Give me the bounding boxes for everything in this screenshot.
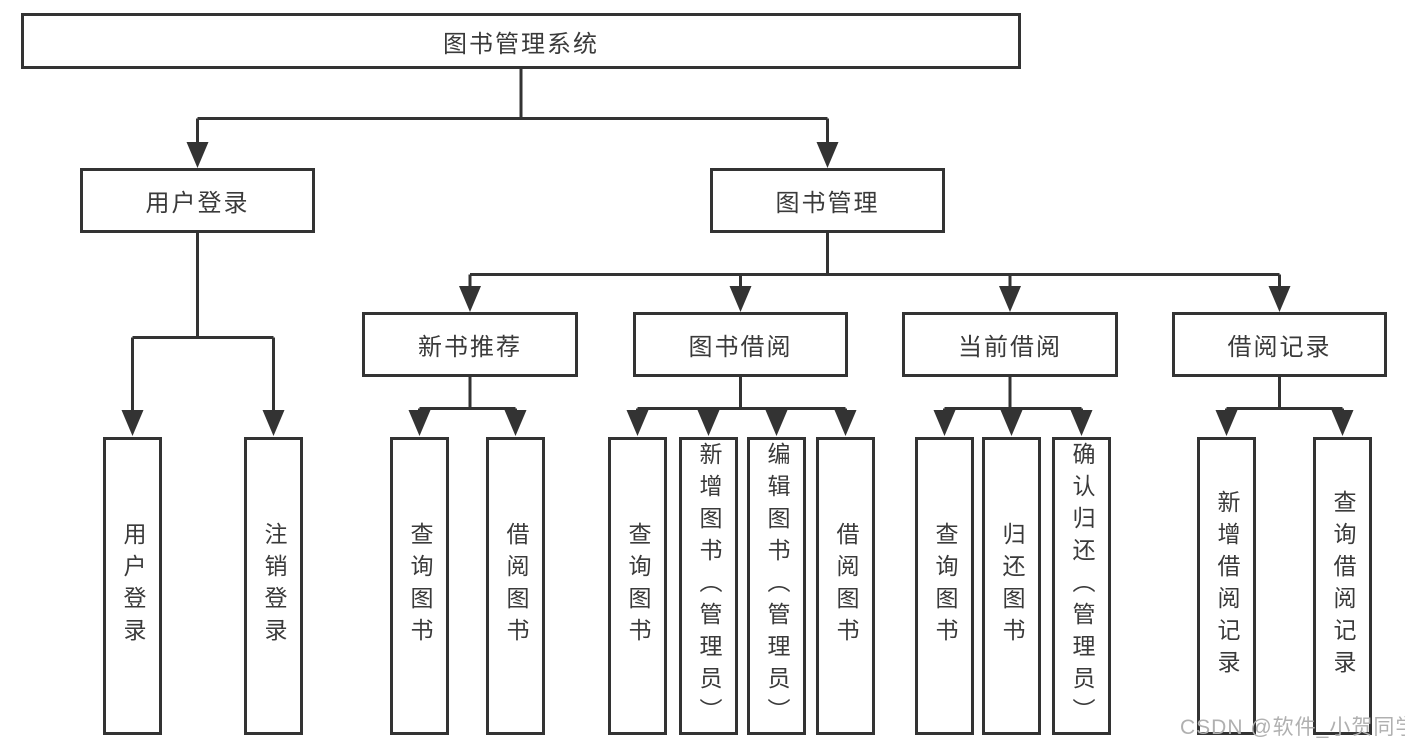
- arrow-down-icon: [1070, 410, 1093, 436]
- leaf-query-books: 查询图书: [915, 437, 974, 735]
- arrow-down-icon: [933, 410, 956, 436]
- arrow-down-icon: [729, 286, 752, 312]
- leaf-add-borrow-record: 新增借阅记录: [1197, 437, 1256, 735]
- arrowheads-current-borrow-children: [933, 410, 1093, 436]
- arrow-down-icon: [626, 410, 649, 436]
- arrowheads-book-mgmt-to-level3: [459, 286, 1291, 312]
- leaf-borrow-books: 借阅图书: [816, 437, 875, 735]
- arrow-down-icon: [765, 410, 788, 436]
- node-new-book-recommend: 新书推荐: [362, 312, 578, 377]
- node-borrow-records: 借阅记录: [1172, 312, 1387, 377]
- arrowheads-root-to-level2: [186, 142, 839, 168]
- connector-book-mgmt-to-level3: [468, 233, 1281, 288]
- arrow-down-icon: [999, 286, 1021, 312]
- leaf-user-login: 用户登录: [103, 437, 162, 735]
- connector-user-login-children: [131, 233, 275, 412]
- arrow-down-icon: [697, 410, 720, 436]
- arrow-down-icon: [816, 142, 839, 168]
- arrow-down-icon: [262, 410, 285, 436]
- arrow-down-icon: [1331, 410, 1354, 436]
- arrow-down-icon: [459, 286, 481, 312]
- connector-book-borrow-children: [636, 377, 847, 412]
- connector-current-borrow-children: [943, 377, 1083, 412]
- arrowheads-user-login-children: [121, 410, 285, 436]
- node-book-borrow: 图书借阅: [633, 312, 848, 377]
- arrowheads-book-borrow-children: [626, 410, 857, 436]
- leaf-return-book: 归还图书: [982, 437, 1041, 735]
- leaf-add-book-admin: 新增图书（管理员）: [679, 437, 738, 735]
- leaf-confirm-return-admin: 确认归还（管理员）: [1052, 437, 1111, 735]
- leaf-edit-book-admin: 编辑图书（管理员）: [747, 437, 806, 735]
- leaf-query-books: 查询图书: [390, 437, 449, 735]
- leaf-query-borrow-record: 查询借阅记录: [1313, 437, 1372, 735]
- node-book-management: 图书管理: [710, 168, 945, 233]
- arrow-down-icon: [1000, 410, 1023, 436]
- leaf-borrow-books: 借阅图书: [486, 437, 545, 735]
- leaf-query-books: 查询图书: [608, 437, 667, 735]
- csdn-watermark: CSDN @软件_小贺同学: [1180, 716, 1405, 739]
- arrow-down-icon: [834, 410, 857, 436]
- arrow-down-icon: [121, 410, 144, 436]
- node-user-login: 用户登录: [80, 168, 315, 233]
- node-root: 图书管理系统: [21, 13, 1021, 69]
- arrow-down-icon: [1215, 410, 1238, 436]
- connector-new-book-children: [418, 377, 517, 412]
- arrow-down-icon: [1268, 286, 1291, 312]
- connector-borrow-record-children: [1225, 377, 1344, 412]
- arrow-down-icon: [408, 410, 431, 436]
- arrow-down-icon: [504, 410, 527, 436]
- arrow-down-icon: [186, 142, 209, 168]
- arrowheads-borrow-record-children: [1215, 410, 1354, 436]
- leaf-logout: 注销登录: [244, 437, 303, 735]
- connector-root-to-level2: [196, 69, 829, 144]
- arrowheads-new-book-children: [408, 410, 527, 436]
- node-current-borrow: 当前借阅: [902, 312, 1118, 377]
